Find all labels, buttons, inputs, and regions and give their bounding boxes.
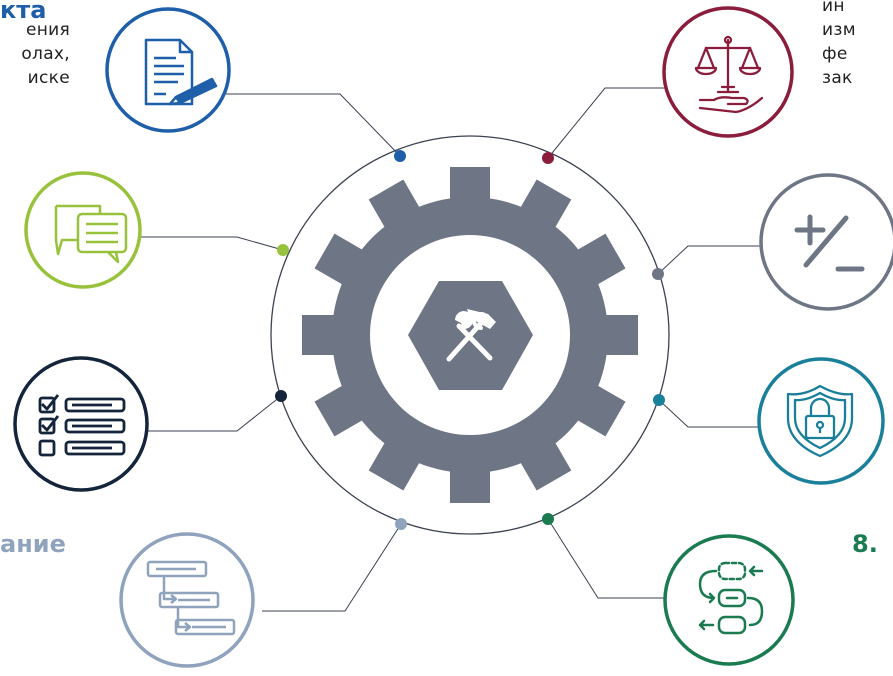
connector-chat — [140, 236, 284, 251]
connector-plus-minus — [657, 245, 760, 275]
checklist-icon — [38, 394, 126, 457]
chat-bubbles-icon — [54, 204, 128, 264]
fragment-top-left-title: кта — [0, 0, 47, 24]
hammer-wrench-icon — [446, 309, 496, 362]
shield-lock-icon — [786, 384, 854, 458]
connector-document — [226, 93, 401, 157]
dot-flowchart — [395, 518, 407, 530]
connector-flowchart — [262, 523, 402, 612]
center-tools — [408, 281, 533, 390]
connector-checklist — [138, 395, 282, 432]
node-document — [105, 7, 231, 133]
dot-cycle — [542, 513, 554, 525]
dot-document — [394, 150, 406, 162]
outer-ring — [270, 135, 670, 535]
process-cycle-icon — [698, 561, 764, 635]
document-pen-icon — [144, 38, 218, 106]
dot-checklist — [275, 390, 287, 402]
fragment-bottom-right-title: 8. — [852, 530, 878, 558]
dot-shield — [653, 394, 665, 406]
scales-hand-icon — [694, 35, 764, 114]
fragment-top-left-body: ения олах, иске — [21, 20, 70, 88]
node-shield — [757, 357, 885, 485]
plus-minus-icon — [794, 214, 865, 272]
dot-chat — [277, 244, 289, 256]
fragment-top-right-body: ин изм фе зак — [822, 0, 856, 88]
dot-plus-minus — [652, 268, 664, 280]
fragment-bottom-left-title: ание — [0, 530, 66, 558]
flowchart-icon — [146, 560, 236, 636]
node-scales — [662, 6, 794, 138]
connector-cycle — [547, 518, 664, 599]
connector-shield — [658, 399, 762, 428]
node-flowchart — [119, 532, 255, 668]
dot-scales — [542, 152, 554, 164]
node-cycle — [663, 534, 795, 666]
node-chat — [24, 171, 142, 289]
connector-scales — [547, 87, 670, 159]
node-checklist — [13, 356, 149, 492]
connection-dots — [275, 150, 665, 530]
node-plus-minus — [759, 173, 893, 311]
connectors — [138, 87, 762, 612]
